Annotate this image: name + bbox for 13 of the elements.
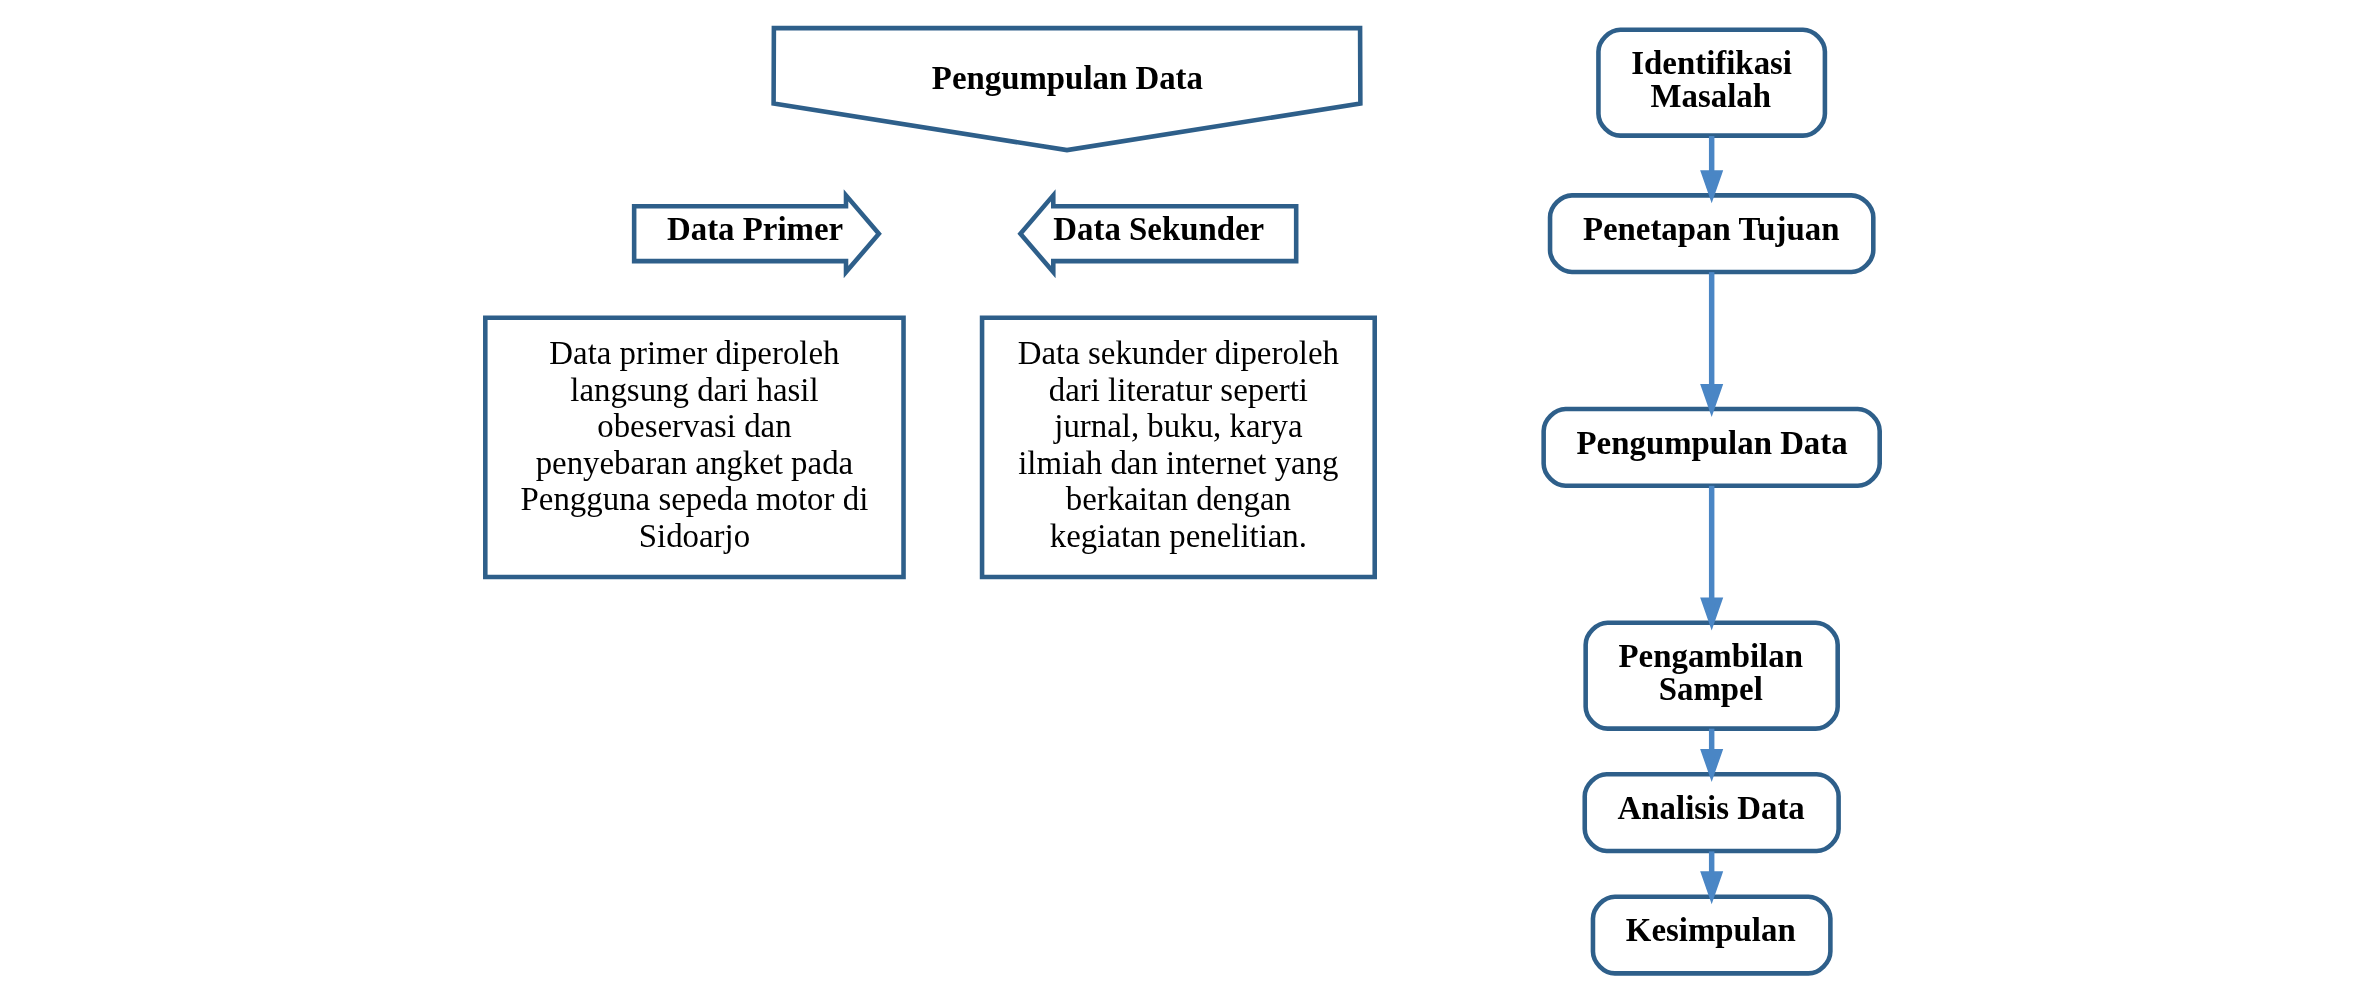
node-box: Data sekunder diperoleh dari literatur seperti jurnal, buku, karya ilmiah dan internet yang berkaitan dengan kegiatan penelitian.: [979, 315, 1377, 580]
node-box: Kesimpulan: [1590, 894, 1833, 976]
node-box: Data primer diperoleh langsung dari hasil obeservasi dan penyebaran angket pada Pengguna sepeda motor di Sidoarjo: [482, 315, 906, 580]
node-box: Pengumpulan Data: [1540, 406, 1882, 489]
node-box: Penetapan Tujuan: [1547, 193, 1876, 275]
node-box: Identifikasi Masalah: [1595, 27, 1827, 138]
node-box: Analisis Data: [1581, 772, 1841, 854]
arrow: [1699, 728, 1723, 782]
arrow: [1699, 851, 1723, 905]
arrow: [1699, 485, 1723, 631]
node-box: Pengambilan Sampel: [1582, 620, 1840, 731]
arrow: [1699, 136, 1723, 204]
arrow: [1699, 272, 1723, 417]
